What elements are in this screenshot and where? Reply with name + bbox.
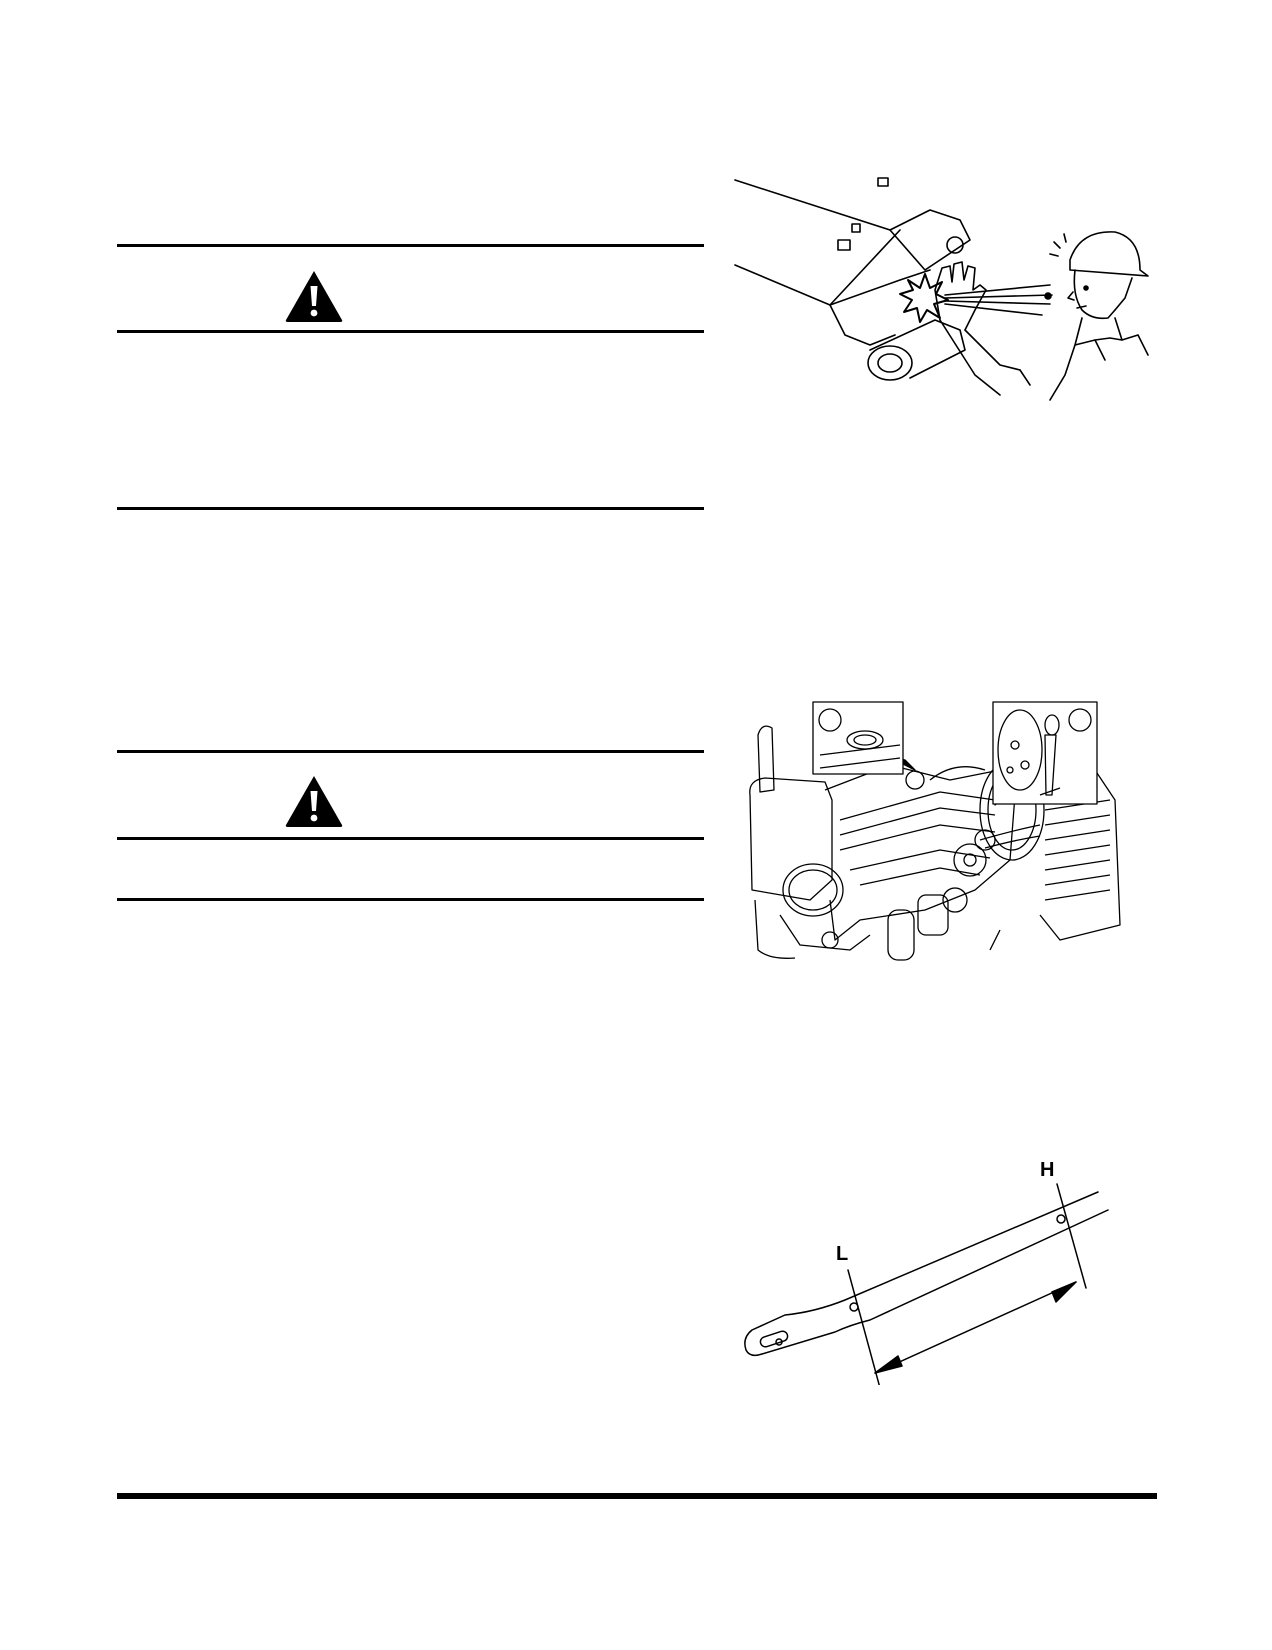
footer-rule (117, 1493, 1157, 1499)
dipstick-level-illustration: L H (740, 1160, 1120, 1385)
engine-compartment-illustration (740, 700, 1140, 985)
section-rule-2 (117, 898, 704, 901)
warning-bottom-rule-1 (117, 330, 704, 333)
high-level-label: H (1040, 1160, 1054, 1181)
section-rule-1 (117, 507, 704, 510)
warning-top-rule-1 (117, 244, 704, 247)
warning-bottom-rule-2 (117, 837, 704, 840)
warning-top-rule-2 (117, 750, 704, 753)
low-level-label: L (836, 1243, 848, 1265)
warning-triangle-icon (283, 773, 345, 829)
high-pressure-leak-illustration (730, 170, 1150, 415)
warning-triangle-icon (283, 268, 345, 324)
